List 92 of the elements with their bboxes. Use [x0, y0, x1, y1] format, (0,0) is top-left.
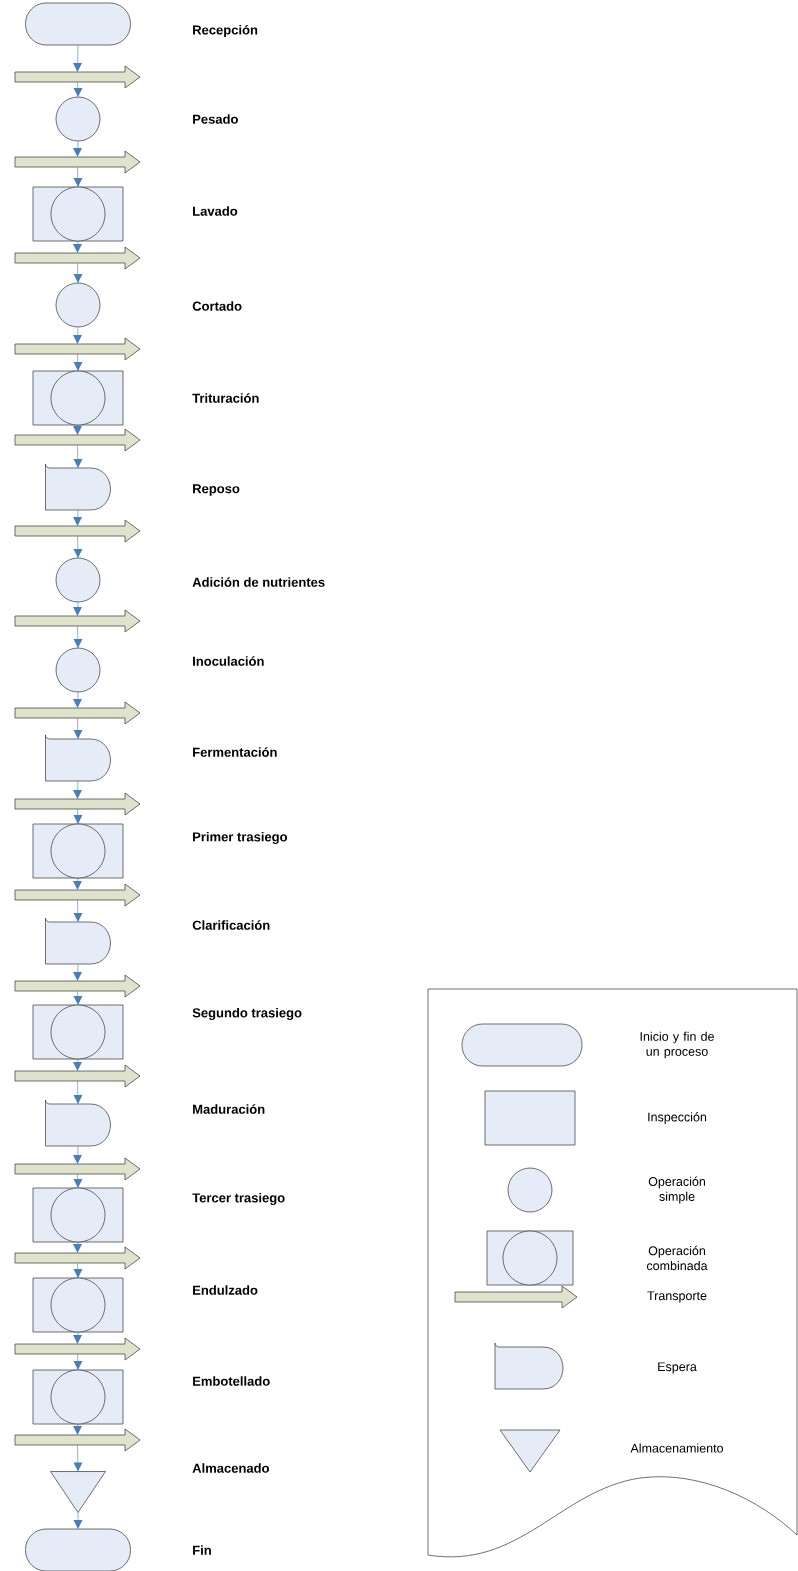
transport-symbol — [14, 246, 141, 270]
step-label: Pesado — [193, 114, 238, 124]
arrow — [73, 602, 82, 617]
step-label: Lavado — [193, 206, 238, 216]
transport-symbol — [14, 65, 141, 89]
legend-text: Almacenamiento — [630, 1443, 723, 1453]
combined-operation-symbol — [32, 1004, 124, 1060]
combined-operation-symbol — [32, 1277, 124, 1333]
transport-symbol — [14, 1337, 141, 1361]
arrow — [73, 1145, 82, 1165]
arrow — [73, 1444, 83, 1472]
operation-circle — [55, 647, 101, 693]
transport-symbol — [14, 1064, 141, 1088]
arrow — [73, 327, 82, 345]
arrow — [73, 45, 82, 73]
arrow — [73, 241, 82, 254]
arrow — [73, 81, 83, 97]
transport-symbol — [14, 150, 141, 174]
legend-text: Transporte — [647, 1291, 707, 1303]
arrow — [73, 141, 82, 158]
transport-symbol — [14, 1428, 141, 1452]
delay-symbol — [45, 463, 111, 511]
arrow — [73, 990, 83, 1005]
arrow — [73, 717, 83, 740]
arrow — [73, 1353, 83, 1370]
arrow — [73, 1242, 82, 1254]
arrow — [73, 425, 82, 436]
operation-circle — [55, 282, 101, 328]
step-label: Endulzado — [193, 1285, 258, 1295]
transport-symbol — [14, 519, 141, 543]
step-label: Reposo — [193, 484, 240, 496]
transport-symbol — [14, 1246, 141, 1270]
transport-symbol — [14, 609, 141, 633]
step-label: Recepción — [193, 24, 258, 38]
arrow — [73, 780, 82, 800]
transport-symbol — [14, 428, 141, 452]
arrow — [73, 1173, 83, 1188]
transport-symbol — [14, 883, 141, 907]
transport-symbol — [14, 974, 141, 998]
step-label: Cortado — [192, 301, 242, 311]
step-label: Fermentación — [193, 747, 277, 757]
arrow — [73, 963, 82, 982]
legend-text: Inicio y fin de un proceso — [640, 1031, 714, 1059]
combined-operation-symbol — [32, 1187, 124, 1243]
step-label: Clarificación — [192, 920, 270, 930]
delay-symbol — [45, 917, 111, 965]
arrow — [73, 692, 82, 709]
step-label: Inoculación — [193, 656, 264, 666]
delay-symbol — [45, 734, 111, 782]
legend-text: Operación simple — [648, 1176, 705, 1204]
arrow — [73, 535, 83, 558]
arrow — [73, 808, 83, 824]
terminal-shape — [25, 1528, 131, 1571]
arrow — [73, 1080, 83, 1105]
arrow — [73, 1262, 83, 1278]
legend-text: Operación combinada — [646, 1245, 708, 1271]
step-label: Maduración — [193, 1104, 265, 1114]
step-label: Fin — [193, 1545, 211, 1555]
arrow — [73, 262, 83, 283]
step-label: Adición de nutrientes — [192, 577, 325, 587]
combined-operation-symbol — [32, 370, 124, 426]
storage-triangle — [50, 1471, 106, 1513]
step-label: Primer trasiego — [193, 831, 288, 845]
arrow — [73, 899, 83, 923]
legend-text: Inspección — [648, 1112, 707, 1124]
combined-operation-symbol — [32, 1369, 124, 1425]
operation-circle — [55, 557, 101, 603]
delay-symbol — [45, 1099, 111, 1147]
arrow — [73, 1512, 83, 1529]
combined-operation-symbol — [32, 186, 124, 242]
combined-operation-symbol — [32, 823, 124, 879]
step-label: Embotellado — [193, 1376, 270, 1386]
step-label: Almacenado — [192, 1463, 269, 1473]
operation-circle — [55, 96, 101, 142]
arrow — [73, 444, 83, 469]
transport-symbol — [14, 337, 141, 361]
step-label: Trituración — [192, 393, 259, 403]
arrow — [73, 166, 83, 187]
step-label: Tercer trasiego — [192, 1192, 285, 1206]
arrow — [73, 1332, 82, 1345]
arrow — [73, 1424, 82, 1436]
arrow — [73, 625, 83, 648]
transport-symbol — [14, 701, 141, 725]
step-label: Segundo trasiego — [192, 1007, 302, 1021]
arrow — [73, 509, 82, 527]
terminal-shape — [25, 2, 131, 46]
transport-symbol — [14, 1157, 141, 1181]
arrow — [73, 878, 82, 891]
transport-symbol — [14, 792, 141, 816]
arrow — [73, 353, 83, 371]
arrow — [73, 1059, 82, 1072]
legend-text: Espera — [658, 1362, 697, 1374]
